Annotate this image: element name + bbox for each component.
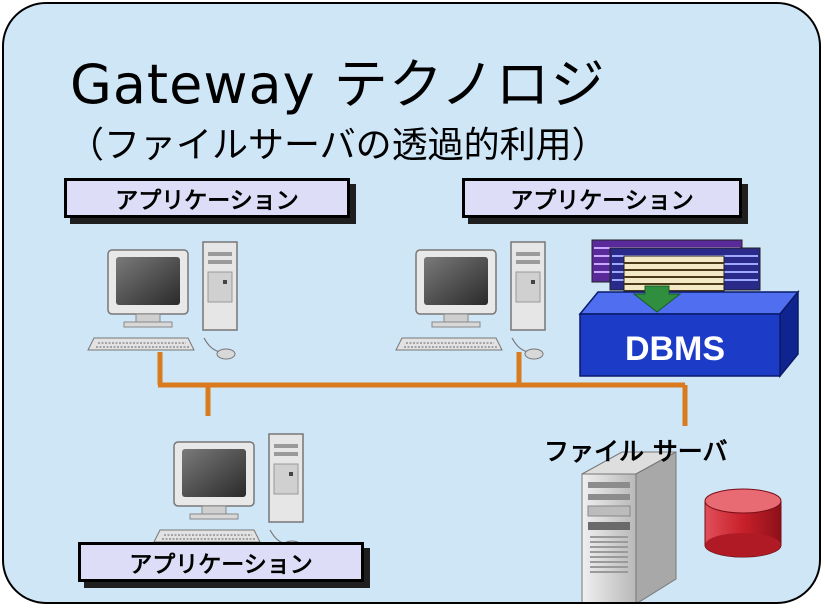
computer-icon — [87, 241, 238, 360]
dbms-box — [578, 285, 800, 379]
data-stack-icon — [591, 239, 761, 297]
network-lines — [157, 352, 688, 426]
server-icon — [581, 451, 677, 602]
page-subtitle: （ファイルサーバの透過的利用） — [68, 125, 608, 166]
app-box-top-left: アプリケーション — [64, 178, 350, 218]
app-box-bottom: アプリケーション — [78, 542, 364, 582]
app-box-top-right: アプリケーション — [462, 178, 742, 218]
computer-icon — [395, 241, 546, 360]
page-title: Gateway テクノロジ — [70, 53, 606, 116]
dbms-label: DBMS — [624, 330, 726, 368]
file-server-label: ファイル サーバ — [544, 437, 728, 466]
computer-icon — [153, 433, 304, 552]
database-icon — [704, 488, 782, 558]
diagram-graphics — [87, 239, 800, 602]
